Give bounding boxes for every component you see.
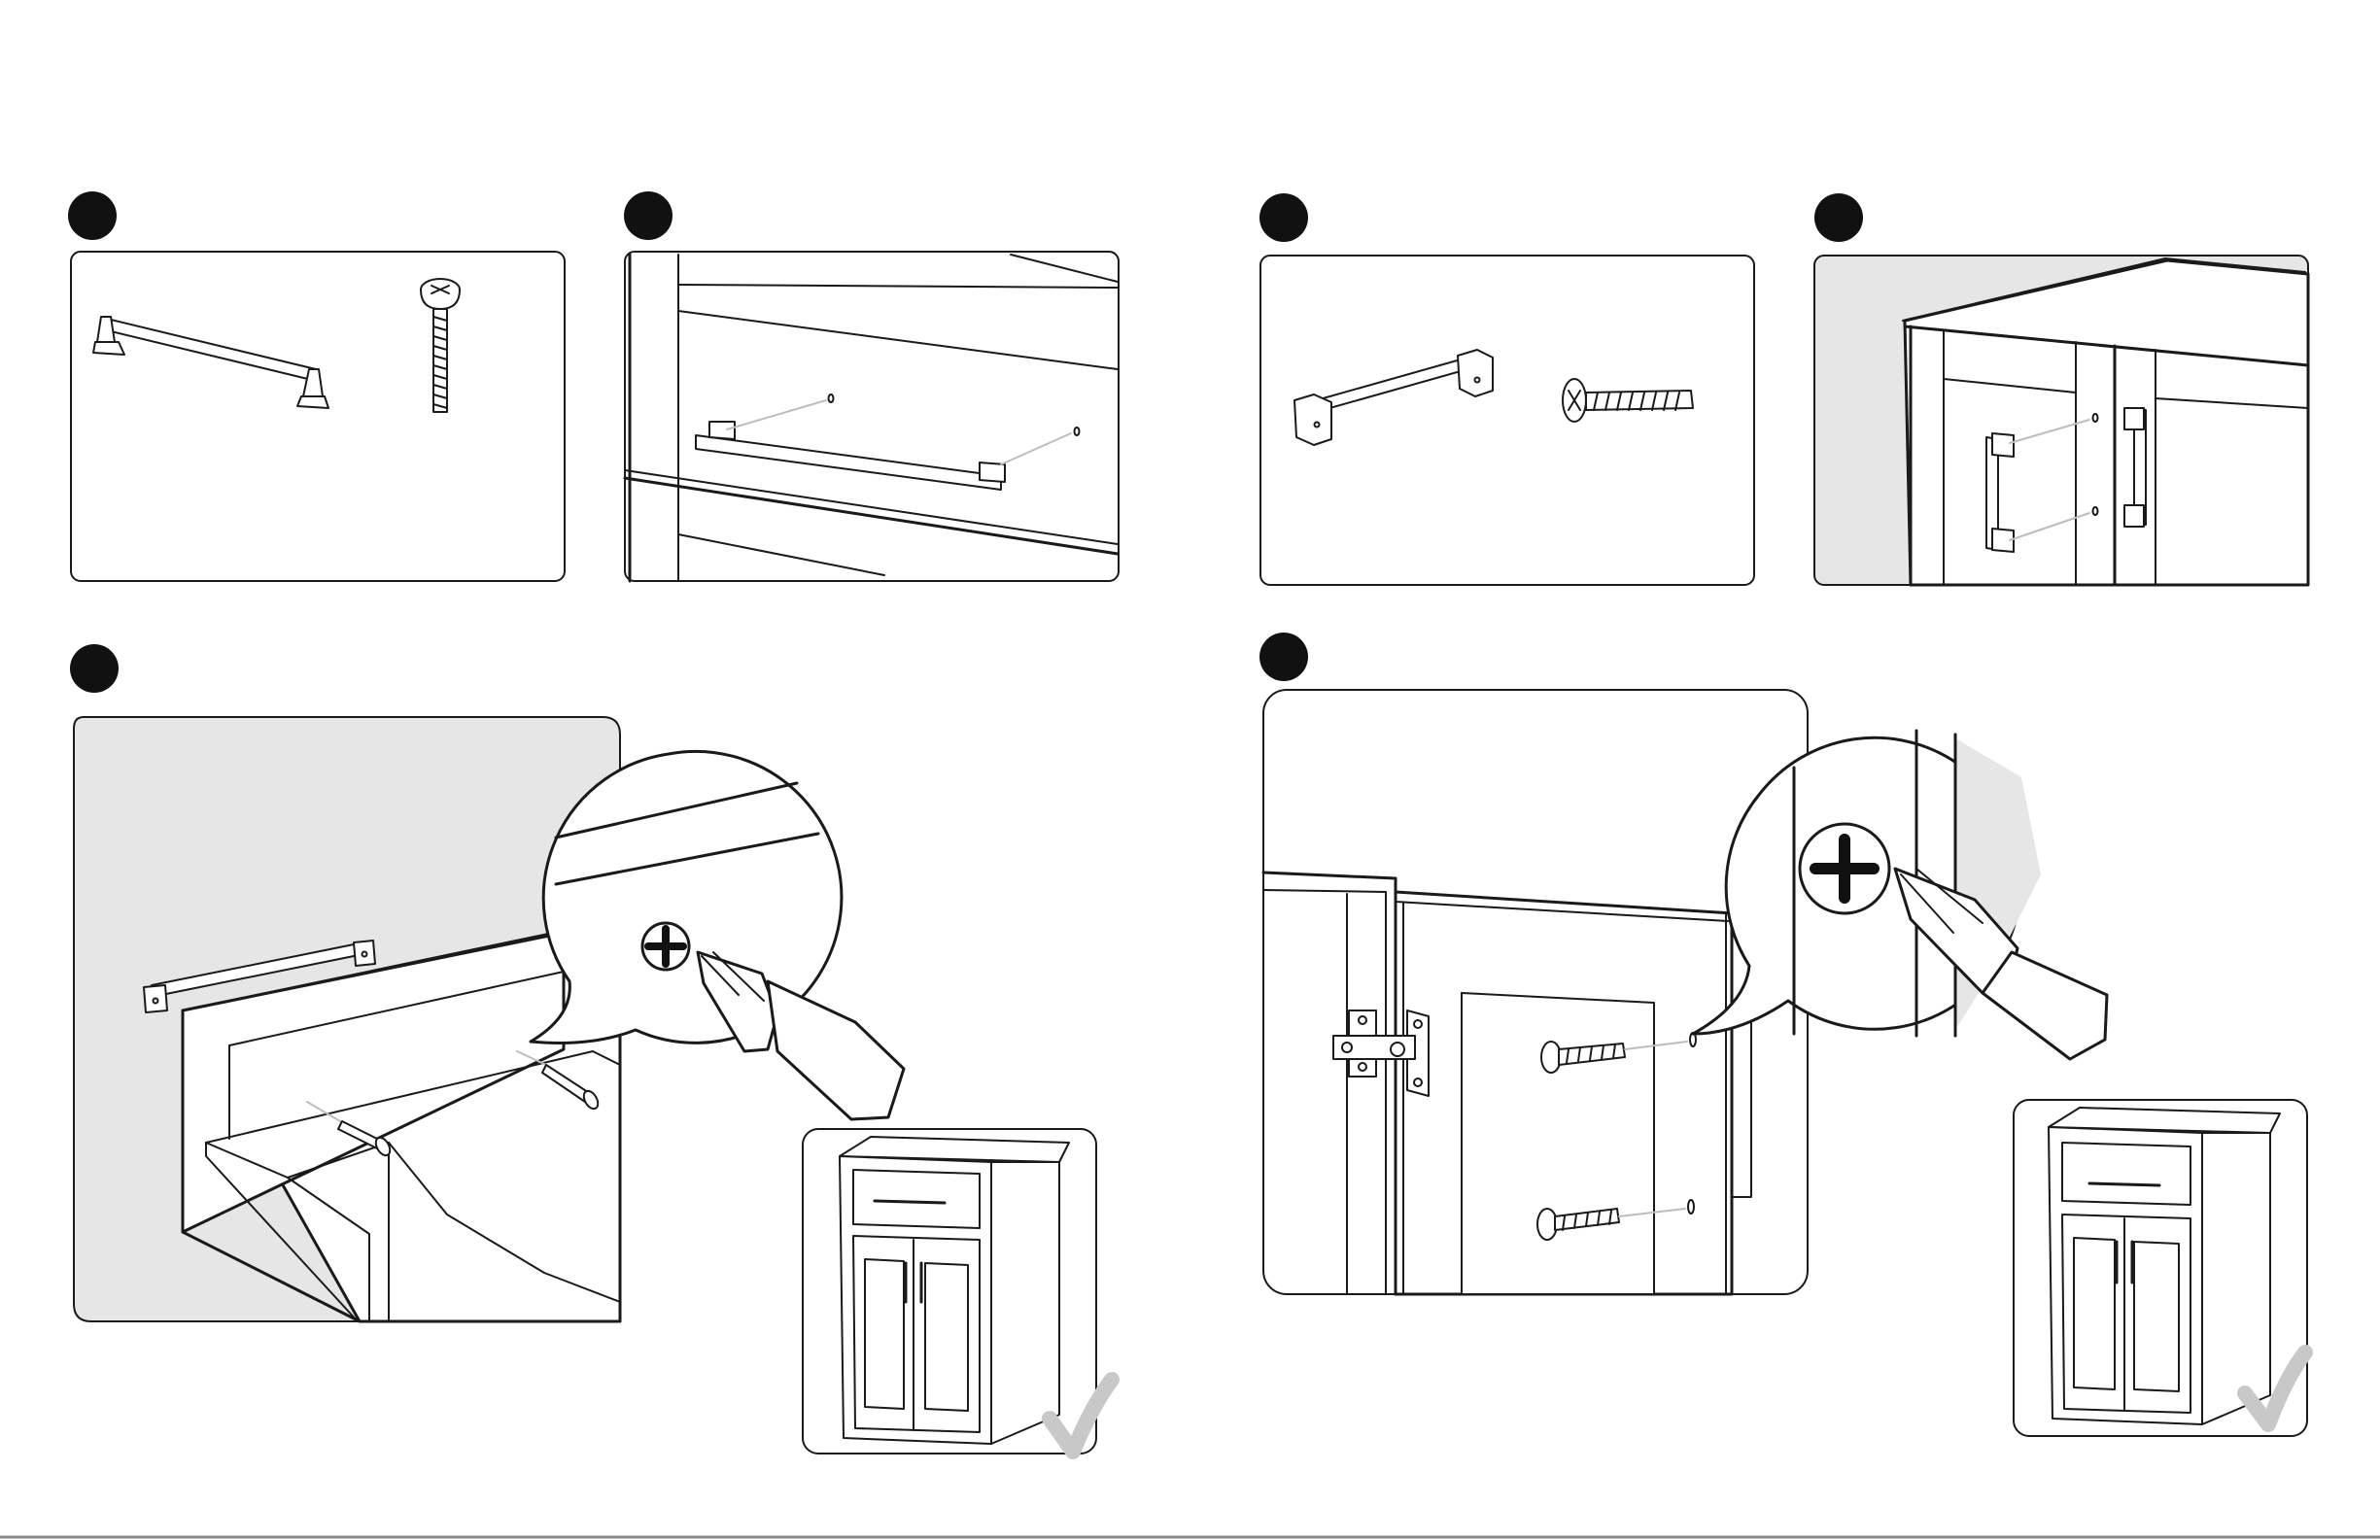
finished-cabinet-preview-1 — [803, 1129, 1112, 1454]
step-marker-5 — [70, 644, 119, 693]
panel-5-drawer-screwing — [74, 717, 620, 1321]
step-marker-1 — [68, 191, 117, 240]
panel-6-door-screwing — [1263, 690, 1808, 1294]
step-marker-3 — [1259, 193, 1308, 242]
panel-4-door-handles — [1814, 256, 2308, 585]
step-marker-2 — [624, 191, 673, 240]
cabinet-icon-2 — [2049, 1108, 2280, 1424]
finished-cabinet-preview-2 — [2014, 1100, 2307, 1436]
step-marker-4 — [1814, 193, 1863, 242]
panel-3-parts — [1260, 256, 1754, 585]
step-marker-6 — [1259, 633, 1308, 681]
panel-2-handle-alignment — [625, 252, 1119, 581]
panel-1-parts — [71, 252, 565, 581]
cabinet-icon — [840, 1137, 1069, 1444]
